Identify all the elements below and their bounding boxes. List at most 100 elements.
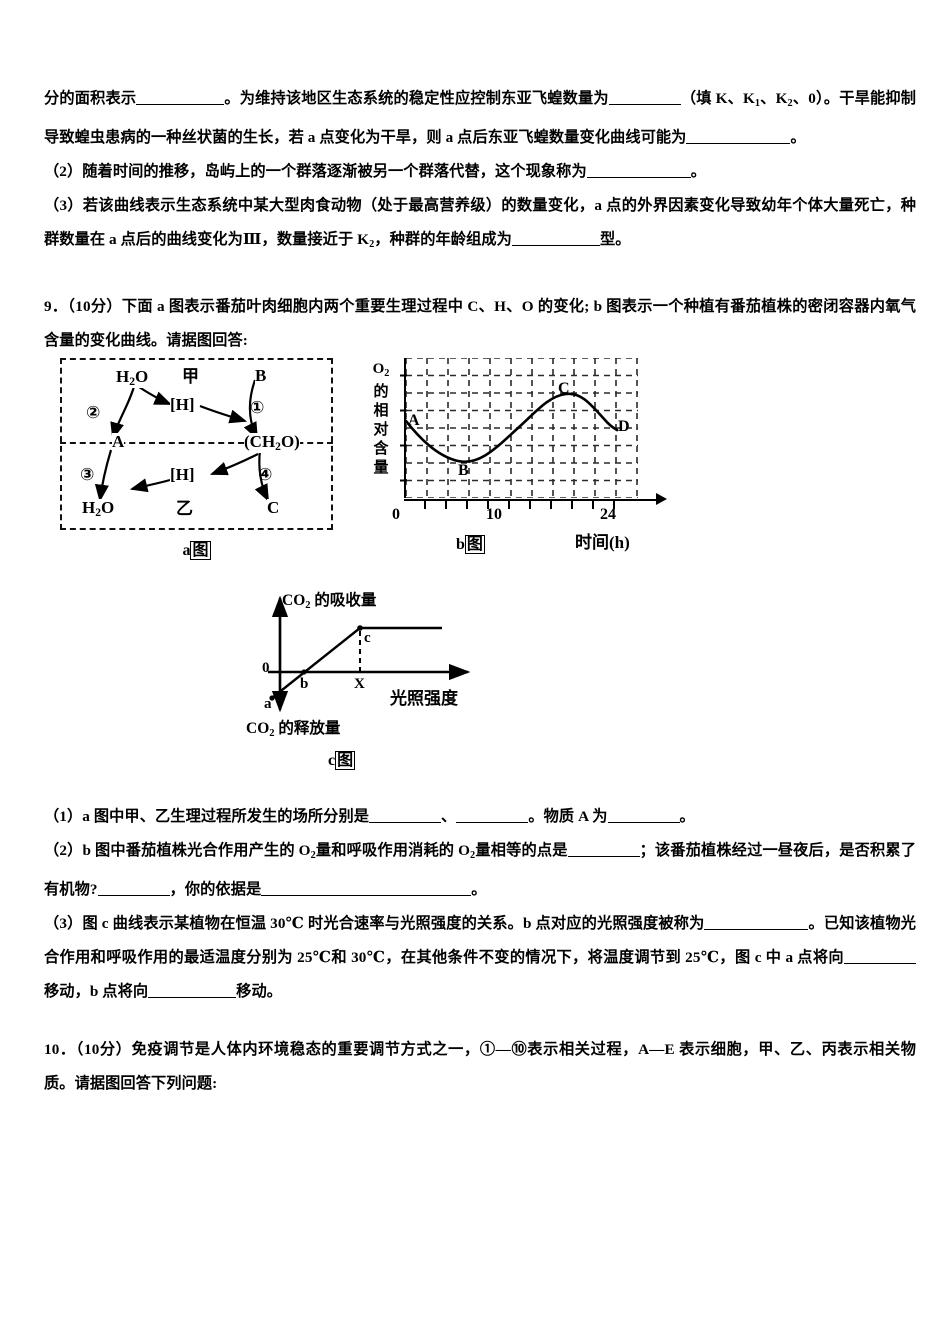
- q8-p3-seg2: ，种群的年龄组成为: [374, 230, 512, 248]
- answer-blank[interactable]: [607, 809, 680, 823]
- q10-score: （10分）: [75, 1041, 132, 1058]
- figure-a-label-c: C: [267, 498, 280, 517]
- figure-b-xtick-0: 0: [392, 506, 400, 523]
- q8-p1-seg5: 、0）。干旱能抑制导致蝗虫患病的一种丝状菌的生长，若 a 点变化为干旱，则 a …: [44, 90, 917, 146]
- q9-1-seg1: （1）a 图中甲、乙生理过程所发生的场所分别是: [44, 808, 370, 825]
- q9-number: 9．: [44, 298, 68, 315]
- q9-3-seg3: 移动，b 点将向: [44, 982, 149, 1000]
- q8-p3-seg1: （3）若该曲线表示生态系统中某大型肉食动物（处于最高营养级）的数量变化，a 点的…: [44, 196, 916, 248]
- figure-b-x-axis: [404, 499, 660, 502]
- figure-b-x-axis-arrow: [656, 493, 667, 505]
- q9-2-seg1: （2）b 图中番茄植株光合作用产生的 O: [44, 842, 311, 859]
- figure-a-label-h-top: [H]: [170, 395, 195, 414]
- question-9-parts-block: （1）a 图中甲、乙生理过程所发生的场所分别是、。物质 A 为。 （2）b 图中…: [44, 800, 916, 1009]
- figure-c-point-b: b: [300, 676, 309, 692]
- figure-a-circle-2: ②: [86, 403, 101, 423]
- q10-stem-paragraph: 10．（10分）免疫调节是人体内环境稳态的重要调节方式之一，①—⑩表示相关过程，…: [44, 1033, 916, 1101]
- answer-blank[interactable]: [511, 232, 600, 246]
- answer-blank[interactable]: [148, 984, 237, 998]
- figure-c-y-negative-label: CO2 的释放量: [246, 720, 341, 739]
- figure-b-xtick-10: 10: [486, 506, 502, 523]
- q8-part1-paragraph: 分的面积表示。为维持该地区生态系统的稳定性应控制东亚飞蝗数量为（填 K、K1、K…: [44, 82, 916, 155]
- figure-b-caption-boxed: 图: [464, 535, 485, 554]
- o2-subscript: 2: [470, 849, 476, 861]
- answer-blank[interactable]: [261, 882, 472, 896]
- figure-c-point-X: X: [354, 676, 365, 692]
- q8-part3-paragraph: （3）若该曲线表示生态系统中某大型肉食动物（处于最高营养级）的数量变化，a 点的…: [44, 189, 916, 262]
- question-8-block: 分的面积表示。为维持该地区生态系统的稳定性应控制东亚飞蝗数量为（填 K、K1、K…: [44, 82, 916, 262]
- figure-c-point-c: c: [364, 630, 371, 646]
- answer-blank[interactable]: [567, 843, 640, 857]
- question-10-stem-block: 10．（10分）免疫调节是人体内环境稳态的重要调节方式之一，①—⑩表示相关过程，…: [44, 1033, 916, 1101]
- k2-subscript: 2: [369, 238, 375, 250]
- q8-p1-seg4: 、K: [760, 90, 788, 107]
- q9-3-seg4: 移动。: [236, 982, 283, 1000]
- figure-a-circle-3: ③: [80, 465, 95, 485]
- q9-score: （10分）: [67, 298, 122, 315]
- q9-2-seg3: 量相等的点是: [475, 842, 568, 859]
- q9-part3-paragraph: （3）图 c 曲线表示某植物在恒温 30℃ 时光合速率与光照强度的关系。b 点对…: [44, 907, 916, 1009]
- figure-b-y-ticks: [400, 374, 407, 482]
- figure-a-caption-boxed: 图: [190, 541, 211, 560]
- q9-3-seg2: 。已知该植物光合作用和呼吸作用的最适温度分别为 25℃和 30℃，在其他条件不变…: [44, 914, 916, 966]
- figure-a-circle-1: ①: [250, 398, 265, 418]
- answer-blank[interactable]: [456, 809, 529, 823]
- figure-a-divider: [60, 442, 333, 444]
- q8-p1-seg6: 。: [790, 128, 806, 146]
- q9-2-seg6: 。: [471, 880, 487, 898]
- figure-b-point-B: B: [458, 462, 469, 479]
- o2-subscript: 2: [310, 849, 316, 861]
- q9-stem-paragraph: 9．（10分）下面 a 图表示番茄叶肉细胞内两个重要生理过程中 C、H、O 的变…: [44, 290, 916, 358]
- answer-blank[interactable]: [369, 809, 442, 823]
- q8-p1-seg1: 分的面积表示: [44, 90, 137, 107]
- figure-b-point-C: C: [558, 380, 570, 397]
- q9-3-seg1: （3）图 c 曲线表示某植物在恒温 30℃ 时光合速率与光照强度的关系。b 点对…: [44, 914, 705, 932]
- q9-2-seg4: ；该番茄植株经过一昼夜后，是否积累了有机物?: [44, 842, 916, 898]
- figure-a-label-ch2o: (CH2O): [244, 432, 300, 454]
- q8-p2-seg2: 。: [690, 162, 707, 180]
- figure-c-y-positive-label: CO2 的吸收量: [282, 592, 377, 611]
- q8-p1-seg3: （填 K、K: [680, 90, 755, 107]
- figure-a-circle-4: ④: [258, 465, 273, 485]
- figure-b-grid: [406, 358, 638, 498]
- figure-a-dashed-border: [60, 358, 333, 530]
- q8-p2-seg1: （2）随着时间的推移，岛屿上的一个群落逐渐被另一个群落代替，这个现象称为: [44, 162, 587, 180]
- answer-blank[interactable]: [844, 950, 916, 964]
- figure-b-xtick-24: 24: [600, 506, 616, 523]
- figure-b-point-D: D: [618, 418, 630, 435]
- answer-blank[interactable]: [97, 882, 170, 896]
- q8-part2-paragraph: （2）随着时间的推移，岛屿上的一个群落逐渐被另一个群落代替，这个现象称为 。: [44, 155, 916, 189]
- q8-p3-seg3: 型。: [599, 230, 631, 248]
- figure-c-caption-boxed: 图: [335, 751, 356, 770]
- figure-b-x-axis-title: 时间(h): [575, 533, 630, 552]
- answer-blank[interactable]: [586, 164, 691, 178]
- question-9-stem-block: 9．（10分）下面 a 图表示番茄叶肉细胞内两个重要生理过程中 C、H、O 的变…: [44, 290, 916, 358]
- figure-c-origin-label: 0: [262, 660, 270, 676]
- figure-a-label-h2o-bottom: H2O: [82, 498, 115, 520]
- figure-a: H2O 甲 B ② [H] ① A (CH2O) ③ [H] ④ H2O 乙 C…: [60, 358, 345, 573]
- figure-b-plot-area: [400, 358, 638, 498]
- answer-blank[interactable]: [686, 130, 791, 144]
- q8-p1-seg2: 。为维持该地区生态系统的稳定性应控制东亚飞蝗数量为: [224, 90, 609, 107]
- figure-a-label-jia: 甲: [182, 367, 199, 386]
- figure-a-label-h-bottom: [H]: [170, 465, 195, 484]
- q9-part2-paragraph: （2）b 图中番茄植株光合作用产生的 O2量和呼吸作用消耗的 O2量相等的点是；…: [44, 834, 916, 907]
- k2-subscript: 2: [787, 97, 793, 109]
- figure-a-label-h2o-top: H2O: [116, 367, 149, 389]
- answer-blank[interactable]: [136, 91, 225, 105]
- figure-a-caption-prefix: a: [182, 542, 191, 559]
- figure-c-plot: [268, 595, 471, 713]
- figure-c-x-axis-title: 光照强度: [390, 689, 458, 708]
- answer-blank[interactable]: [608, 91, 681, 105]
- figure-a-label-yi: 乙: [176, 499, 193, 518]
- q10-stem-text: 免疫调节是人体内环境稳态的重要调节方式之一，①—⑩表示相关过程，A—E 表示细胞…: [44, 1041, 917, 1092]
- answer-blank[interactable]: [704, 916, 809, 930]
